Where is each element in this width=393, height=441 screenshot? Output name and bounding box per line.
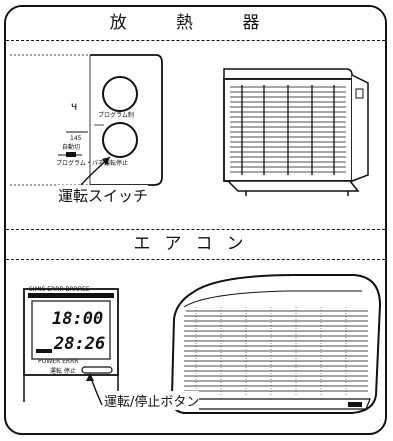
aircon-remote [23, 288, 119, 406]
indicator-lamp-icon [66, 152, 76, 157]
panel-side-number: 145 [70, 135, 82, 142]
start-stop-button-callout: 運転/停止ボタン [104, 391, 200, 410]
operation-switch-label: 運転停止 [104, 159, 128, 167]
aircon-section-title: エアコン [133, 234, 258, 254]
illustration-frame: 放 熱 器 エアコン [4, 5, 387, 435]
radiator-unit [223, 68, 369, 196]
radiator-control-panel [10, 54, 163, 186]
radiator-section-header: 放 熱 器 [6, 7, 385, 41]
remote-time-1: 18:00 [52, 309, 103, 329]
panel-small-label-2: プログラム・パネル [56, 159, 110, 167]
technical-drawing [10, 54, 382, 414]
power-button-icon[interactable] [81, 366, 113, 374]
panel-labels-layer: Ч プログラム制 運転停止 145 自動切 プログラム・パネル SIMIS ER… [29, 103, 134, 375]
operation-switch-icon[interactable] [102, 122, 138, 158]
panel-side-mark: Ч [71, 103, 77, 113]
remote-footer-left: 運転 停止 [50, 367, 76, 375]
remote-time-2: 28:26 [53, 334, 105, 354]
program-button-label: プログラム制 [98, 111, 134, 119]
operation-switch-callout: 運転スイッチ [58, 185, 149, 206]
program-button-icon[interactable] [102, 76, 138, 112]
radiator-section-title: 放 熱 器 [109, 13, 282, 33]
aircon-section-header: エアコン [6, 229, 385, 260]
panel-small-label-1: 自動切 [62, 143, 80, 151]
aircon-unit [170, 274, 382, 414]
remote-header-text: SIMIS ERRR BRRREE [29, 286, 90, 293]
remote-bottom-row: POWER ERRR [38, 358, 78, 365]
